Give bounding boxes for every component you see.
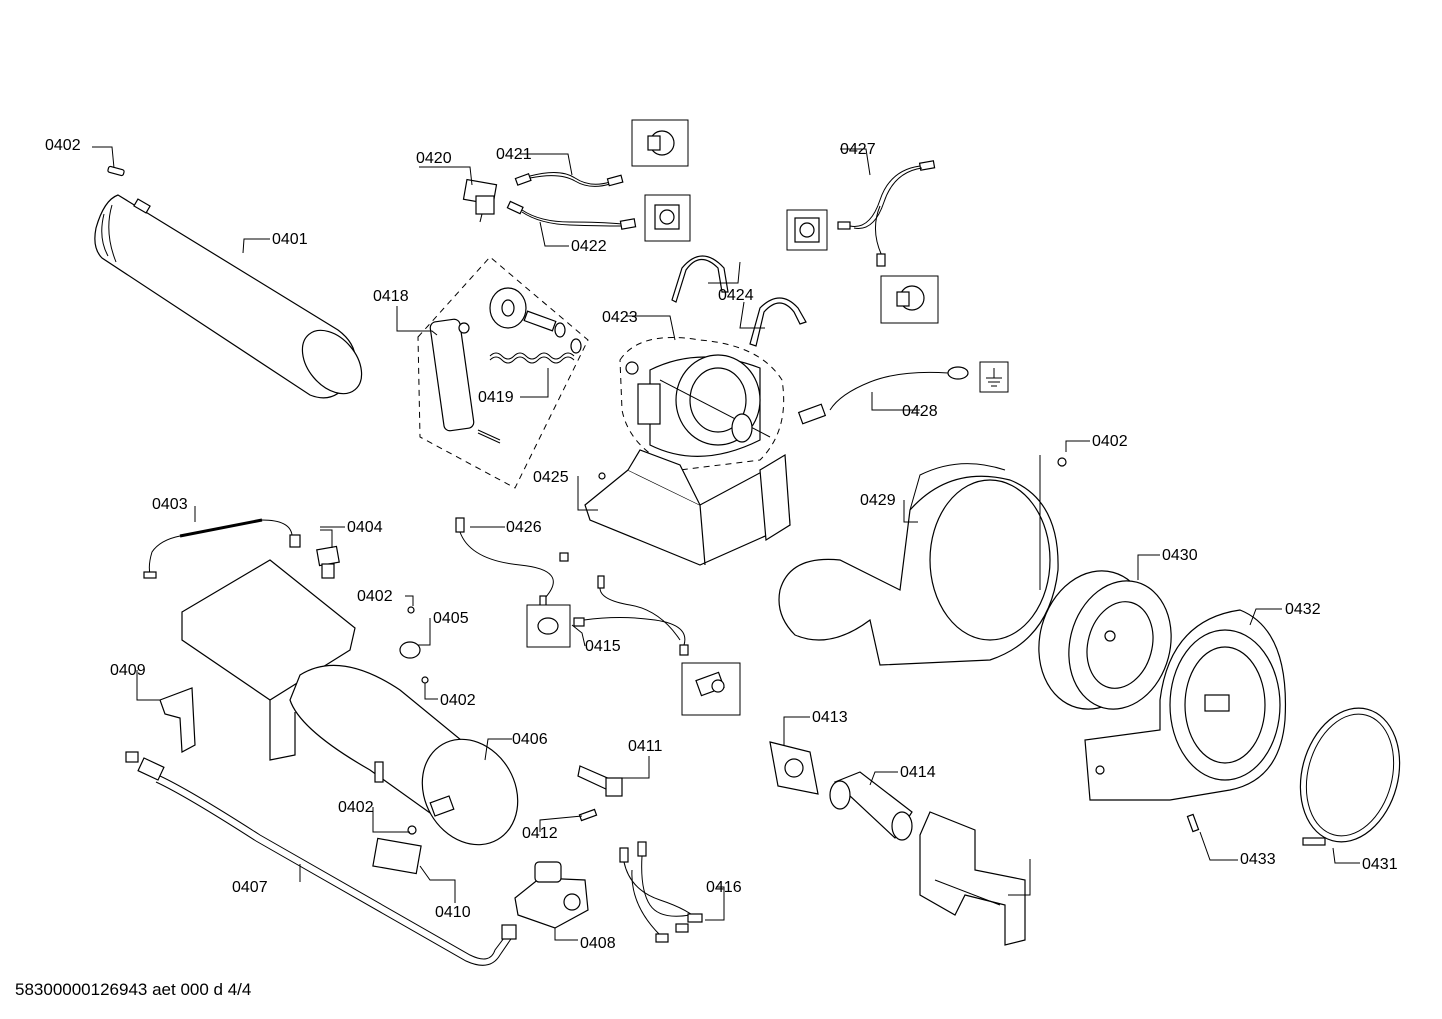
label-0425: 0426 (506, 519, 542, 536)
exhaust-duct-drawing (94, 194, 363, 399)
leader-lines (92, 146, 1360, 941)
blower-housing-0428-drawing (778, 457, 1067, 666)
ground-wire-0427-drawing (797, 361, 1009, 425)
seal-ring-0430-drawing (1299, 707, 1401, 846)
wire-harness-0421-drawing (506, 200, 637, 230)
inset-sensor-1-drawing (526, 604, 571, 648)
label-0410: 0410 (435, 904, 471, 921)
heater-housing-0406-drawing (181, 559, 519, 846)
label-0404: 0404 (347, 519, 383, 536)
label-0405: 0405 (433, 610, 469, 627)
connector-0419-drawing (462, 178, 498, 223)
coil-0410-drawing (372, 825, 422, 875)
motor-0422-drawing (619, 337, 785, 471)
label-0407: 0407 (232, 879, 268, 896)
motor-clamps-0423-drawing (671, 255, 807, 347)
blower-cover-0431-drawing (1084, 609, 1287, 801)
label-0402-right: 0402 (1092, 433, 1128, 450)
label-0406: 0406 (512, 731, 548, 748)
sensor-0403-drawing (143, 518, 301, 579)
bracket-0433-drawing (919, 811, 1026, 946)
label-0414: 0414 (900, 764, 936, 781)
motor-mount-0424-drawing (584, 449, 791, 566)
label-0402-mid: 0402 (357, 588, 393, 605)
gas-pipe-0407-drawing (125, 751, 517, 966)
wire-harness-0420-drawing (514, 172, 624, 187)
document-code: 58300000126943 aet 000 d 4/4 (15, 980, 252, 999)
inset-thermostat-4-drawing (880, 275, 939, 324)
switch-0404-drawing (316, 529, 340, 579)
part-labels: 0402 0401 0420 0421 0422 0427 0418 0419 … (45, 137, 1398, 952)
wire-harness-0425-drawing (455, 517, 569, 607)
wire-harness-0415-drawing (573, 575, 689, 656)
label-0402-mid-lower: 0402 (440, 692, 476, 709)
label-0420: 0421 (496, 146, 532, 163)
label-0429: 0430 (1162, 547, 1198, 564)
label-0424: 0425 (533, 469, 569, 486)
label-0421: 0422 (571, 238, 607, 255)
inset-thermostat-2-drawing (644, 194, 691, 242)
label-0426: 0427 (840, 141, 876, 158)
screw-0402-top-left-drawing (107, 165, 125, 177)
wire-harness-0416-drawing (619, 841, 703, 943)
screw-0432-drawing (1186, 813, 1200, 833)
idler-group-0417-drawing (417, 256, 589, 489)
label-0431: 0432 (1285, 601, 1321, 618)
label-0423: 0424 (718, 287, 754, 304)
blower-wheel-0429-drawing (1038, 570, 1172, 710)
inset-valve-drawing (681, 662, 741, 716)
igniter-0411-drawing (577, 765, 623, 797)
inset-thermostat-1-drawing (631, 119, 689, 167)
label-0409: 0409 (110, 662, 146, 679)
burner-tube-0414-drawing (829, 771, 913, 841)
label-0419: 0420 (416, 150, 452, 167)
label-0416: 0416 (706, 879, 742, 896)
label-0430: 0431 (1362, 856, 1398, 873)
gas-valve-0408-drawing (514, 861, 589, 929)
label-0427: 0428 (902, 403, 938, 420)
label-0403: 0403 (152, 496, 188, 513)
label-0413: 0413 (812, 709, 848, 726)
bracket-0413-drawing (769, 741, 819, 795)
label-0422: 0423 (602, 309, 638, 326)
label-0402-top-left: 0402 (45, 137, 81, 154)
thermostat-0405-drawing (399, 606, 429, 684)
label-0402-bottom: 0402 (338, 799, 374, 816)
label-0408: 0408 (580, 935, 616, 952)
label-0412: 0412 (522, 825, 558, 842)
label-0418: 0419 (478, 389, 514, 406)
label-0401: 0401 (272, 231, 308, 248)
wire-harness-0426-drawing (837, 160, 936, 267)
screw-0412-drawing (578, 808, 598, 822)
label-0428: 0429 (860, 492, 896, 509)
inset-thermostat-3-drawing (786, 209, 828, 251)
bracket-0409-drawing (159, 687, 196, 753)
label-0411: 0411 (628, 738, 663, 755)
label-0417: 0418 (373, 288, 409, 305)
label-0415: 0415 (585, 638, 621, 655)
label-0432: 0433 (1240, 851, 1276, 868)
